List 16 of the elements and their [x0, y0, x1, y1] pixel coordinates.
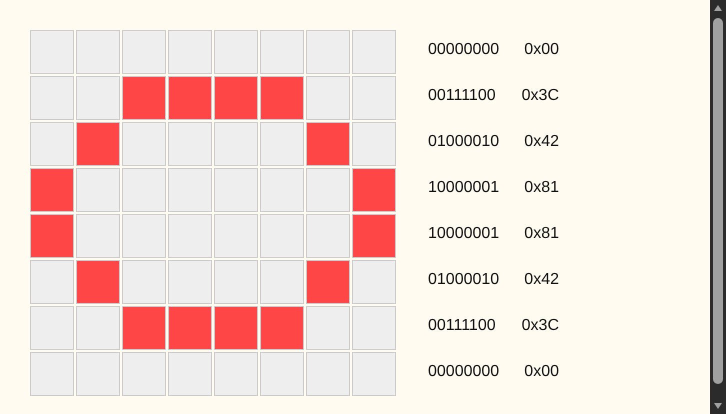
hex-value: 0x81	[524, 225, 559, 243]
binary-value: 10000001	[428, 179, 500, 197]
hex-value: 0x00	[524, 41, 559, 59]
hex-value: 0x81	[524, 179, 559, 197]
binary-value: 00000000	[428, 41, 500, 59]
hex-value: 0x3C	[522, 87, 559, 105]
hex-value: 0x42	[524, 133, 559, 151]
binary-value: 01000010	[428, 271, 500, 289]
hex-value: 0x00	[524, 363, 559, 381]
binary-value: 01000010	[428, 133, 500, 151]
hex-value: 0x42	[524, 271, 559, 289]
binary-value: 10000001	[428, 225, 500, 243]
binary-value: 00111100	[428, 317, 496, 335]
binary-value: 00111100	[428, 87, 496, 105]
hex-value: 0x3C	[522, 317, 559, 335]
binary-value: 00000000	[428, 363, 500, 381]
